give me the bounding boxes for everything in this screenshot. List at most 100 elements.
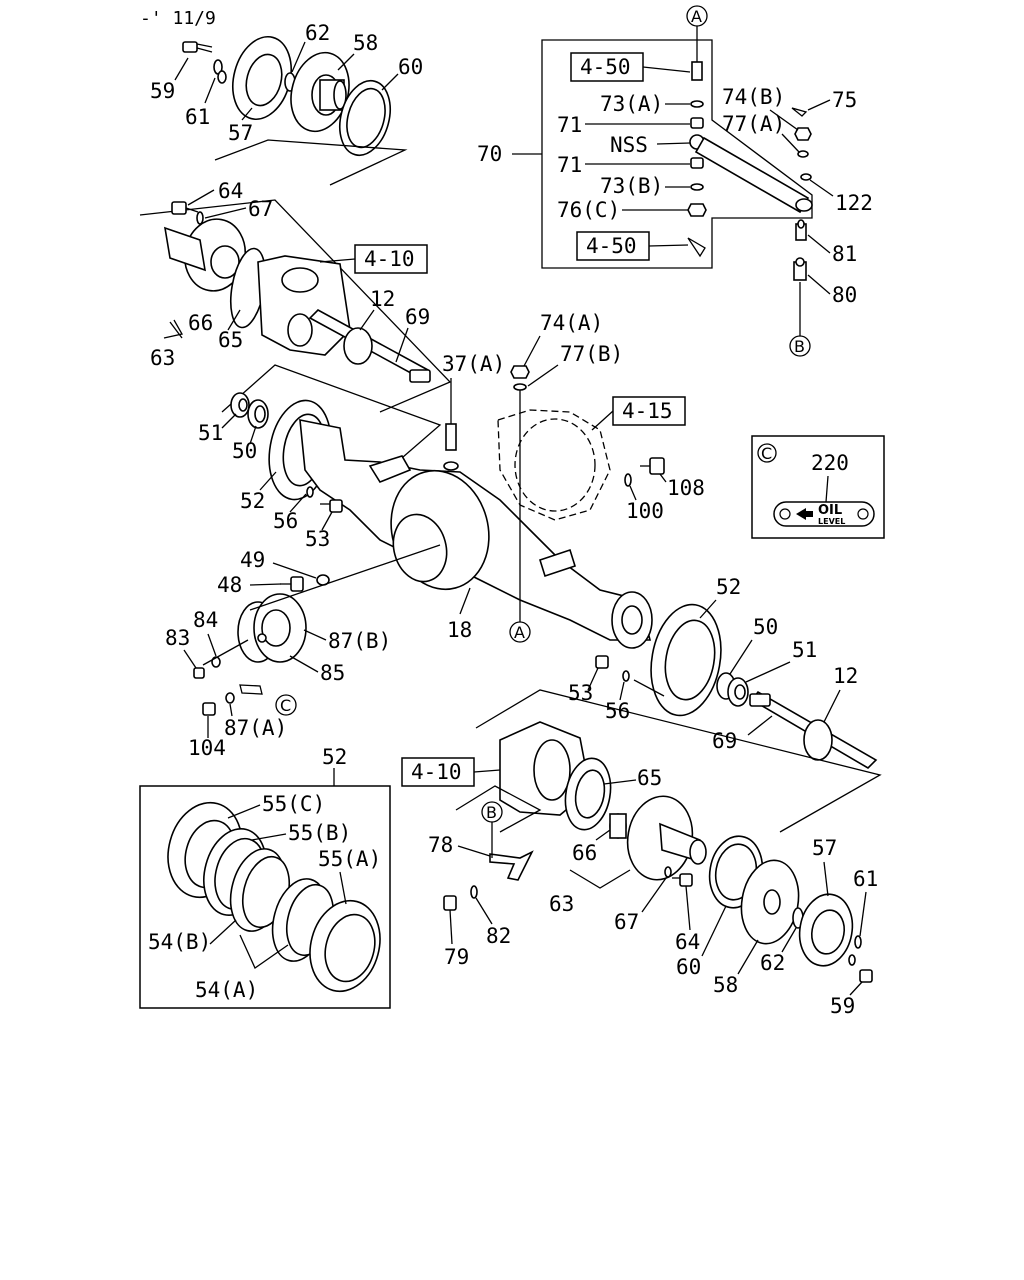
bolt-64-top[interactable]: [171, 201, 199, 215]
bush-71b[interactable]: [690, 157, 704, 169]
label-37a: 37(A): [442, 352, 505, 376]
plate-55a[interactable]: [300, 893, 389, 999]
label-69-right: 69: [712, 729, 737, 753]
label-69-top: 69: [405, 305, 430, 329]
label-nss: NSS: [610, 133, 648, 157]
ref-box-4-50-top[interactable]: [570, 52, 644, 82]
label-61-bottom: 61: [853, 867, 878, 891]
ref-4-50-top[interactable]: 4-50: [580, 55, 631, 79]
label-67-top: 67: [248, 197, 273, 221]
center-axle-group: A: [193, 364, 665, 716]
gasket-57-bottom[interactable]: [794, 890, 858, 970]
seal-50-left[interactable]: [247, 399, 269, 429]
washer-82[interactable]: [470, 885, 478, 899]
bolt-53-left[interactable]: [320, 499, 343, 513]
circle-c-box: C: [761, 444, 772, 463]
washer-61-bottom[interactable]: [854, 935, 862, 949]
axle-shaft-12-top[interactable]: [308, 309, 431, 383]
gasket-65-bottom[interactable]: [560, 755, 616, 834]
washer-67-top[interactable]: [196, 211, 204, 225]
label-77b: 77(B): [560, 342, 623, 366]
cover-85[interactable]: [237, 593, 307, 663]
cotter-pin-75[interactable]: [791, 107, 808, 117]
grease-fitting-80[interactable]: [793, 257, 807, 281]
label-78: 78: [428, 833, 453, 857]
label-59-bottom: 59: [830, 994, 855, 1018]
label-100: 100: [626, 499, 664, 523]
drain-plug-48[interactable]: [280, 576, 304, 592]
bolt-64-bottom[interactable]: [672, 873, 693, 887]
bracket-78[interactable]: [489, 850, 534, 881]
lower-knuckle-group: B: [443, 689, 882, 983]
ref-box-4-15[interactable]: [612, 396, 686, 426]
knuckle-housing-top[interactable]: [257, 255, 351, 356]
clip-c[interactable]: [239, 684, 263, 695]
ref-box-4-50-bottom[interactable]: [576, 231, 650, 261]
upper-knuckle-group: [139, 199, 452, 413]
washer-77a[interactable]: [797, 150, 809, 158]
nut-76c[interactable]: [687, 203, 707, 217]
washer-73a[interactable]: [690, 100, 704, 108]
washer-100[interactable]: [624, 473, 632, 487]
bolt-59-top[interactable]: [182, 41, 213, 53]
hub-58-top[interactable]: [283, 46, 358, 138]
gasket-60-top[interactable]: [332, 75, 398, 161]
washer-122[interactable]: [800, 173, 812, 181]
header-code: -' 11/9: [140, 8, 216, 29]
bolt-104[interactable]: [202, 702, 216, 716]
washer-67-bottom[interactable]: [664, 866, 672, 878]
axle-shaft-12-right[interactable]: [749, 690, 878, 770]
washer-56-right[interactable]: [622, 670, 630, 682]
bearing-51-left[interactable]: [230, 392, 250, 418]
spindle-63-top[interactable]: [163, 214, 251, 295]
bush-71a[interactable]: [690, 117, 704, 129]
right-axle-parts: [595, 599, 878, 770]
washer-77b[interactable]: [513, 383, 527, 391]
bolt-59-bottom[interactable]: [859, 969, 873, 983]
hub-58-bottom[interactable]: [735, 856, 805, 948]
label-54a: 54(A): [195, 978, 258, 1002]
ref-box-4-10-bottom[interactable]: [401, 757, 475, 787]
bolt-79[interactable]: [443, 895, 457, 911]
label-50-left: 50: [232, 439, 257, 463]
washer-56-left[interactable]: [306, 486, 314, 498]
steering-rod[interactable]: [694, 136, 810, 214]
bolt-53-right[interactable]: [595, 655, 609, 669]
label-57-top: 57: [228, 121, 253, 145]
label-77a: 77(A): [722, 112, 785, 136]
label-79: 79: [444, 945, 469, 969]
oil-level-plate: [773, 501, 875, 527]
bearing-51-right[interactable]: [727, 677, 749, 707]
label-12-top: 12: [370, 287, 395, 311]
gasket-57-top[interactable]: [224, 30, 300, 126]
ref-4-10-bottom[interactable]: 4-10: [411, 760, 462, 784]
washer-87a[interactable]: [225, 692, 235, 704]
breather-37a[interactable]: [443, 423, 459, 471]
label-74b: 74(B): [722, 85, 785, 109]
bolt-108[interactable]: [640, 457, 665, 475]
label-108: 108: [667, 476, 705, 500]
label-51-left: 51: [198, 421, 223, 445]
seal-66-bottom[interactable]: [609, 813, 627, 839]
seal-kit-box: [139, 768, 391, 1009]
nut-74b[interactable]: [794, 127, 812, 141]
spindle-63-bottom[interactable]: [621, 791, 707, 885]
ref-4-10-top[interactable]: 4-10: [364, 247, 415, 271]
grease-fitting-81[interactable]: [795, 219, 807, 241]
flange-52-right[interactable]: [643, 599, 729, 721]
axle-housing-18[interactable]: [299, 419, 653, 649]
label-71a: 71: [557, 113, 582, 137]
grease-nipple-top[interactable]: [691, 61, 703, 81]
label-55a: 55(A): [318, 847, 381, 871]
label-83: 83: [165, 626, 190, 650]
label-75: 75: [832, 88, 857, 112]
ref-4-50-bottom[interactable]: 4-50: [586, 234, 637, 258]
ref-4-15[interactable]: 4-15: [622, 399, 673, 423]
washer-73b[interactable]: [690, 183, 704, 191]
label-55c: 55(C): [262, 792, 325, 816]
nut-74a[interactable]: [510, 365, 530, 379]
label-66-top: 66: [188, 311, 213, 335]
label-76c: 76(C): [557, 198, 620, 222]
bolt-83[interactable]: [193, 667, 205, 679]
